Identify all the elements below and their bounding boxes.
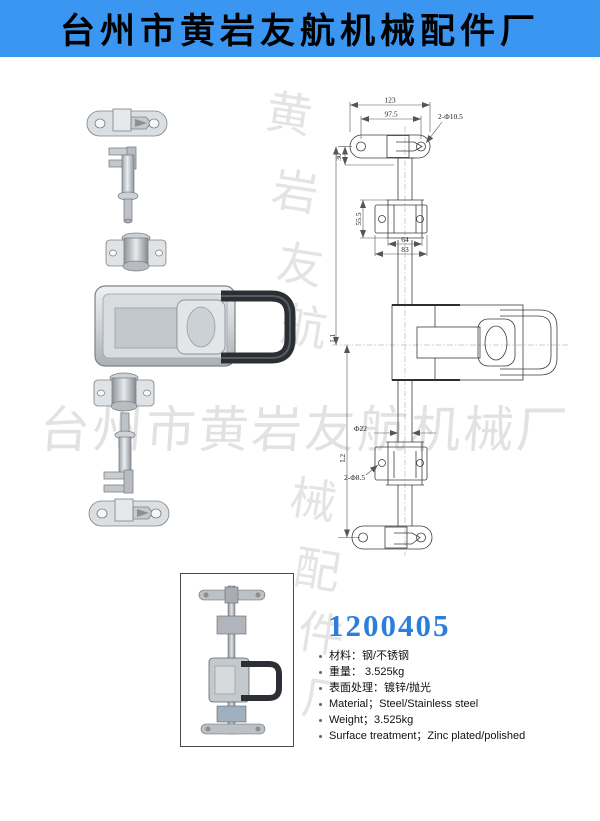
technical-drawing: 123 97.5 2-Φ10.5 30 L1 [330,96,570,556]
product-number: 1200405 [328,608,451,643]
dim-label-64: 64 [401,235,409,244]
part-photo-guide-bracket-lower [93,372,155,412]
spec-list: 材料：钢/不锈钢 重量： 3.525kg 表面处理：镀锌/抛光 Material… [318,650,525,746]
dim-label-bottom-holes: 2-Φ8.5 [344,473,365,482]
spec-weight-en: Weight；3.525kg [318,714,525,727]
dim-label-83: 83 [401,245,409,254]
spec-material-cn: 材料：钢/不锈钢 [318,650,525,663]
part-photo-lock-handle-assembly [94,285,296,367]
dim-label-top-holes: 2-Φ10.5 [438,112,463,121]
spec-surface-cn: 表面处理：镀锌/抛光 [318,682,525,695]
dim-label-97-5: 97.5 [384,110,397,119]
thumbnail-box [180,573,294,747]
dim-label-123: 123 [384,96,396,105]
dim-label-L1: L1 [330,334,337,343]
spec-surface-en: Surface treatment；Zinc plated/polished [318,730,525,743]
dim-label-30: 30 [334,153,343,161]
part-photo-guide-bracket-upper [105,232,167,272]
dim-label-L2: L2 [338,454,347,463]
header-banner: 台州市黄岩友航机械配件厂 [0,0,600,57]
part-photo-cam-spindle-upper [108,146,139,224]
dim-label-55-5: 55.5 [354,212,363,225]
part-photo-oval-bracket-top [86,108,168,137]
spec-material-en: Material；Steel/Stainless steel [318,698,525,711]
watermark-char: 岩 [268,163,322,222]
thumbnail-assembly-image [198,585,282,735]
dim-label-rod-diameter: Φ22 [354,424,367,433]
part-photo-oval-bracket-bottom [88,498,170,527]
spec-weight-cn: 重量： 3.525kg [318,666,525,679]
factory-title: 台州市黄岩友航机械配件厂 [59,12,540,51]
part-photo-cam-spindle-lower [103,412,136,494]
watermark-char: 黄 [262,85,316,144]
